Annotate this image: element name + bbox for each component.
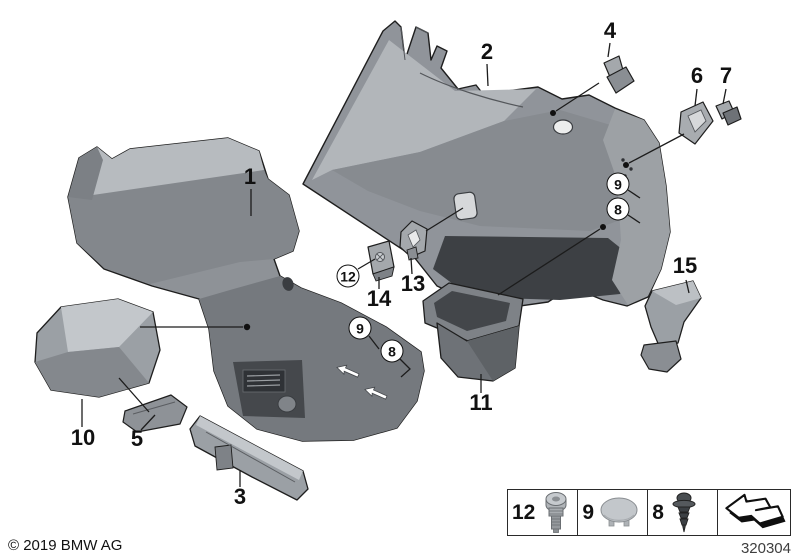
callout-9-circled-left[interactable]: 9 [348, 316, 372, 340]
part-14-bracket[interactable] [367, 240, 395, 282]
callout-13[interactable]: 13 [400, 271, 426, 296]
callout-12-circled[interactable]: 12 [336, 264, 360, 288]
legend-number: 12 [512, 501, 536, 524]
part-7-cap[interactable] [715, 100, 742, 126]
legend-item-8[interactable]: 8 [648, 490, 719, 535]
part-5-strip[interactable] [122, 394, 188, 433]
expanding-rivet-icon [672, 492, 696, 532]
legend-item-9[interactable]: 9 [578, 490, 649, 535]
callout-9-circled-right[interactable]: 9 [606, 172, 630, 196]
callout-11[interactable]: 11 [469, 390, 493, 415]
panel-round-hole [552, 119, 574, 135]
callout-2[interactable]: 2 [480, 39, 494, 64]
callout-8-circled-left[interactable]: 8 [380, 339, 404, 363]
part-6-bezel[interactable] [678, 101, 714, 145]
copyright-text: © 2019 BMW AG [8, 537, 123, 554]
callout-7[interactable]: 7 [719, 63, 733, 88]
panel-strap-slot [453, 191, 478, 221]
leader-dots [243, 110, 629, 331]
callout-14[interactable]: 14 [366, 286, 392, 311]
callout-4[interactable]: 4 [603, 18, 617, 43]
fastener-legend: 12 9 8 [507, 489, 791, 536]
part-1-trim-panel[interactable] [67, 137, 425, 442]
cover-cap-icon [600, 497, 638, 526]
legend-item-12[interactable]: 12 [508, 490, 579, 535]
screw-icon [545, 491, 567, 533]
legend-next-diagram[interactable] [718, 490, 790, 535]
location-arrow-icon [364, 386, 388, 400]
leader-lines [81, 42, 727, 487]
part-2-trim-panel[interactable] [302, 20, 671, 309]
callout-10[interactable]: 10 [70, 425, 96, 450]
callout-8-circled-right[interactable]: 8 [606, 197, 630, 221]
part-11-storage-bin[interactable] [422, 282, 524, 382]
location-arrow-icon [336, 364, 360, 378]
legend-number: 8 [652, 501, 664, 524]
page-arrow-icon [725, 493, 786, 528]
panel-tab-hole [282, 277, 294, 291]
callout-5[interactable]: 5 [130, 426, 144, 451]
callout-15[interactable]: 15 [672, 253, 698, 278]
part-15-funnel-bracket[interactable] [640, 280, 702, 373]
part-4-clip[interactable] [603, 55, 635, 94]
latch-knob [277, 395, 297, 413]
part-13-lashing-loop[interactable] [399, 220, 428, 261]
part-3-rail[interactable] [189, 415, 309, 501]
callout-1[interactable]: 1 [243, 164, 257, 189]
diagram-number: 320304 [740, 540, 791, 557]
legend-number: 9 [582, 501, 595, 524]
callout-3[interactable]: 3 [233, 484, 247, 509]
callout-6[interactable]: 6 [690, 63, 704, 88]
part-10-cover[interactable] [34, 298, 161, 398]
